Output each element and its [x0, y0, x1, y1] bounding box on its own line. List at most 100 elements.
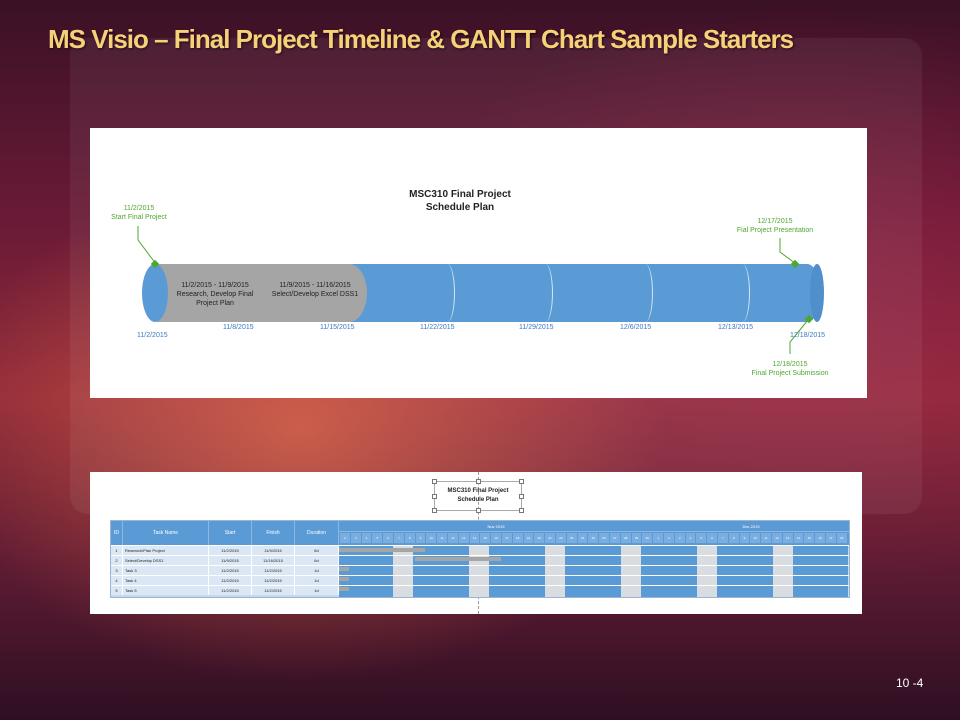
milestone-date: 12/17/2015	[757, 218, 793, 225]
cell-duration: 6d	[295, 546, 339, 555]
header-id: ID	[111, 521, 123, 545]
day-cell: 2	[664, 533, 674, 543]
day-cell: 25	[588, 533, 599, 543]
task-bar-1[interactable]	[339, 548, 425, 552]
timeline-tick: 12/6/2015	[620, 324, 652, 331]
milestone-submission: 12/18/2015 Final Project Submission	[740, 360, 840, 378]
task-bar-5[interactable]	[339, 587, 349, 591]
weekend-shading	[393, 545, 413, 597]
task-bar-2[interactable]	[415, 557, 501, 561]
timeline-tick: 11/2/2015	[137, 332, 168, 339]
day-cell: 24	[577, 533, 588, 543]
gantt-title-line1: MSC310 Final Project	[447, 488, 509, 494]
weekend-shading	[545, 545, 565, 597]
resize-handle[interactable]	[432, 508, 437, 513]
cell-finish: 11/9/2015	[252, 546, 295, 555]
timeline-task-2: 11/9/2015 - 11/16/2015 Select/Develop Ex…	[255, 281, 375, 299]
milestone-connector	[789, 319, 809, 354]
day-cell: 12	[448, 533, 458, 543]
timeline-title-line2: Schedule Plan	[425, 202, 495, 213]
resize-handle[interactable]	[476, 508, 481, 513]
cell-id: 5	[111, 586, 123, 595]
day-cell: 3	[674, 533, 685, 543]
day-cell: 30	[642, 533, 653, 543]
gantt-chart-image[interactable]: MSC310 Final Project Schedule Plan ID Ta…	[90, 472, 862, 614]
milestone-label: Start Final Project	[111, 214, 167, 221]
slide-title: MS Visio – Final Project Timeline & GANT…	[48, 24, 794, 54]
slide-number: 10 -4	[896, 676, 924, 690]
cell-start: 11/2/2015	[209, 566, 252, 575]
task-bar-3[interactable]	[339, 567, 349, 571]
resize-handle[interactable]	[432, 494, 437, 499]
header-start: Start	[209, 521, 252, 545]
day-cell: 29	[631, 533, 642, 543]
cell-duration: 6d	[295, 556, 339, 565]
day-cell: 17	[826, 533, 836, 543]
day-cell: 9	[739, 533, 750, 543]
day-cell: 17	[502, 533, 512, 543]
milestone-label: Final Project Submission	[751, 370, 829, 377]
day-cell: 13	[782, 533, 793, 543]
timeline-image[interactable]: MSC310 Final Project Schedule Plan 11/2/…	[90, 128, 867, 398]
cell-duration: 1d	[295, 586, 339, 595]
weekend-shading	[773, 545, 793, 597]
task-label: Project Plan	[196, 300, 234, 307]
milestone-connector	[137, 226, 157, 265]
gantt-title-box[interactable]: MSC310 Final Project Schedule Plan	[432, 479, 524, 513]
gantt-table: ID Task Name Start Finish Duration Nov 2…	[110, 520, 850, 598]
resize-handle[interactable]	[432, 479, 437, 484]
day-cell: 22	[556, 533, 566, 543]
day-cell: 8	[728, 533, 739, 543]
resize-handle[interactable]	[476, 479, 481, 484]
day-cell: 7	[394, 533, 404, 543]
month-dec: Dec 2015	[653, 521, 849, 532]
timeline-end-cap	[810, 264, 824, 322]
timeline-segment-divider	[440, 264, 455, 322]
cell-finish: 11/16/2015	[252, 556, 295, 565]
month-nov: Nov 2015	[339, 521, 653, 532]
day-cell: 15	[804, 533, 815, 543]
timeline-task-1: 11/2/2015 - 11/9/2015 Research, Develop …	[160, 281, 270, 308]
timeline-tick: 11/15/2015	[320, 324, 355, 331]
cell-name: Task 5	[123, 586, 209, 595]
day-cell: 5	[696, 533, 707, 543]
milestone-date: 12/18/2015	[772, 361, 808, 368]
gantt-title-line2: Schedule Plan	[457, 497, 499, 503]
timeline-segment-divider	[638, 264, 653, 322]
day-cell: 5	[372, 533, 383, 543]
milestone-date: 11/2/2015	[123, 205, 155, 212]
cell-duration: 1d	[295, 566, 339, 575]
resize-handle[interactable]	[519, 508, 524, 513]
milestone-presentation: 12/17/2015 Fial Project Presentation	[720, 217, 830, 235]
cell-finish: 11/2/2015	[252, 566, 295, 575]
day-cell: 23	[566, 533, 577, 543]
day-cell: 27	[610, 533, 620, 543]
cell-duration: 1d	[295, 576, 339, 585]
timeline-segment-divider	[538, 264, 553, 322]
resize-handle[interactable]	[519, 479, 524, 484]
header-task-name: Task Name	[123, 521, 209, 545]
task-bar-4[interactable]	[339, 577, 349, 581]
timeline-tick: 12/18/2015	[790, 332, 826, 339]
cell-id: 2	[111, 556, 123, 565]
milestone-start: 11/2/2015 Start Final Project	[94, 204, 184, 222]
cell-start: 11/2/2015	[209, 586, 252, 595]
resize-handle[interactable]	[519, 494, 524, 499]
day-cell: 21	[545, 533, 555, 543]
timeline-tick: 11/22/2015	[420, 324, 455, 331]
timeline-tick: 11/29/2015	[519, 324, 554, 331]
timeline-segment-divider	[735, 264, 750, 322]
day-cell: 4	[685, 533, 696, 543]
day-cell: 28	[620, 533, 631, 543]
task-dates: 11/2/2015 - 11/9/2015	[181, 282, 249, 289]
cell-name: Task 4	[123, 576, 209, 585]
weekend-shading	[621, 545, 641, 597]
timeline-start-cap	[142, 264, 168, 322]
cell-id: 4	[111, 576, 123, 585]
day-cell: 7	[718, 533, 728, 543]
